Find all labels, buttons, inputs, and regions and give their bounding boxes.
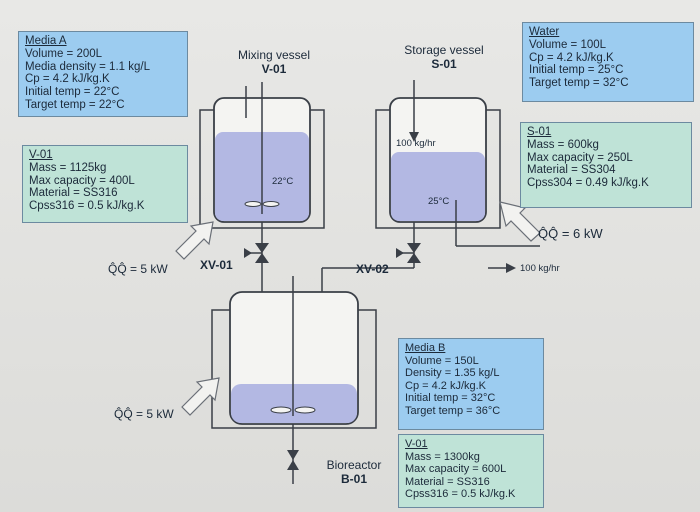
s01-spec-mass: Mass = 600kg xyxy=(527,138,599,151)
b01-heat-duty: Q̂Q̂ = 5 kW xyxy=(114,407,174,421)
media-b-volume: Volume = 150L xyxy=(405,354,479,367)
media-a-volume: Volume = 200L xyxy=(25,47,103,60)
heat-arrow-v01 xyxy=(175,221,214,260)
heat-arrow-s01 xyxy=(499,201,541,242)
media-b-initial-temp: Initial temp = 32°C xyxy=(405,392,496,404)
v01-impeller-right xyxy=(262,201,280,207)
water-title: Water xyxy=(529,26,560,38)
water-volume: Volume = 100L xyxy=(529,38,607,51)
s01-spec-capacity: Max capacity = 250L xyxy=(527,151,633,164)
b01-spec-material: Material = SS316 xyxy=(405,475,490,488)
media-a-initial-temp: Initial temp = 22°C xyxy=(25,86,120,99)
mixing-vessel-title: Mixing vessel V-01 xyxy=(226,48,322,76)
bioreactor-title: Bioreactor B-01 xyxy=(318,458,390,486)
outlet-flow-arrow xyxy=(506,263,516,273)
outlet-flow-label: 100 kg/hr xyxy=(520,263,560,274)
s01-inlet-arrow xyxy=(409,132,419,142)
storage-vessel-title: Storage vessel S-01 xyxy=(392,43,496,71)
b01-liquid xyxy=(231,384,357,423)
water-cp: Cp = 4.2 kJ/kg.K xyxy=(529,51,614,64)
mixing-vessel-name: Mixing vessel xyxy=(237,48,311,62)
xv01-valve xyxy=(255,243,269,253)
media-b-target-temp: Target temp = 36°C xyxy=(405,404,501,417)
media-b-density: Density = 1.35 kg/L xyxy=(405,367,500,379)
media-a-box: Media A Volume = 200L Media density = 1.… xyxy=(18,31,188,117)
water-initial-temp: Initial temp = 25°C xyxy=(529,64,624,77)
b01-spec-box: V-01 Mass = 1300kg Max capacity = 600L M… xyxy=(398,434,544,508)
s01-inlet-flow: 100 kg/hr xyxy=(396,138,436,149)
media-b-box: Media B Volume = 150L Density = 1.35 kg/… xyxy=(398,338,544,430)
storage-vessel-tag: S-01 xyxy=(431,57,457,71)
v01-heat-duty: Q̂Q̂ = 5 kW xyxy=(108,262,168,276)
v01-spec-material: Material = SS316 xyxy=(29,187,118,200)
mixing-vessel-tag: V-01 xyxy=(261,62,287,76)
xv02-label: XV-02 xyxy=(356,262,389,276)
v01-spec-box: V-01 Mass = 1125kg Max capacity = 400L M… xyxy=(22,145,188,223)
s01-spec-cp: Cpss304 = 0.49 kJ/kg.K xyxy=(527,177,649,190)
bioreactor-tag: B-01 xyxy=(340,472,367,486)
s01-spec-material: Material = SS304 xyxy=(527,164,616,177)
b01-impeller-left xyxy=(270,406,292,414)
b01-impeller-right xyxy=(294,406,316,414)
media-b-title: Media B xyxy=(405,342,446,354)
b01-spec-cp: Cpss316 = 0.5 kJ/kg.K xyxy=(405,488,516,500)
media-a-density: Media density = 1.1 kg/L xyxy=(25,60,150,73)
s01-liquid xyxy=(391,152,485,221)
b01-spec-capacity: Max capacity = 600L xyxy=(405,463,507,475)
v01-spec-capacity: Max capacity = 400L xyxy=(29,174,135,187)
v01-spec-mass: Mass = 1125kg xyxy=(29,161,107,174)
s01-temperature: 25°C xyxy=(428,196,450,207)
b01-spec-mass: Mass = 1300kg xyxy=(405,450,480,463)
water-target-temp: Target temp = 32°C xyxy=(529,77,629,90)
media-a-cp: Cp = 4.2 kJ/kg.K xyxy=(25,73,110,86)
v01-impeller-left xyxy=(244,201,262,207)
media-b-cp: Cp = 4.2 kJ/kg.K xyxy=(405,379,487,392)
s01-heat-duty: Q̂Q̂ = 6 kW xyxy=(538,226,603,241)
b01-drain-valve xyxy=(287,450,299,460)
media-a-title: Media A xyxy=(25,35,67,47)
v01-spec-cp: Cpss316 = 0.5 kJ/kg.K xyxy=(29,200,145,213)
xv02-valve xyxy=(407,243,421,253)
b01-spec-title: V-01 xyxy=(405,438,428,450)
v01-temperature: 22°C xyxy=(272,176,294,187)
bioreactor-name: Bioreactor xyxy=(326,458,382,472)
v01-spec-title: V-01 xyxy=(29,149,53,161)
xv01-label: XV-01 xyxy=(200,258,233,272)
s01-spec-box: S-01 Mass = 600kg Max capacity = 250L Ma… xyxy=(520,122,692,208)
s01-spec-title: S-01 xyxy=(527,126,552,138)
heat-arrow-b01 xyxy=(181,377,220,416)
storage-vessel-name: Storage vessel xyxy=(404,43,484,57)
water-box: Water Volume = 100L Cp = 4.2 kJ/kg.K Ini… xyxy=(522,22,694,102)
media-a-target-temp: Target temp = 22°C xyxy=(25,98,125,111)
